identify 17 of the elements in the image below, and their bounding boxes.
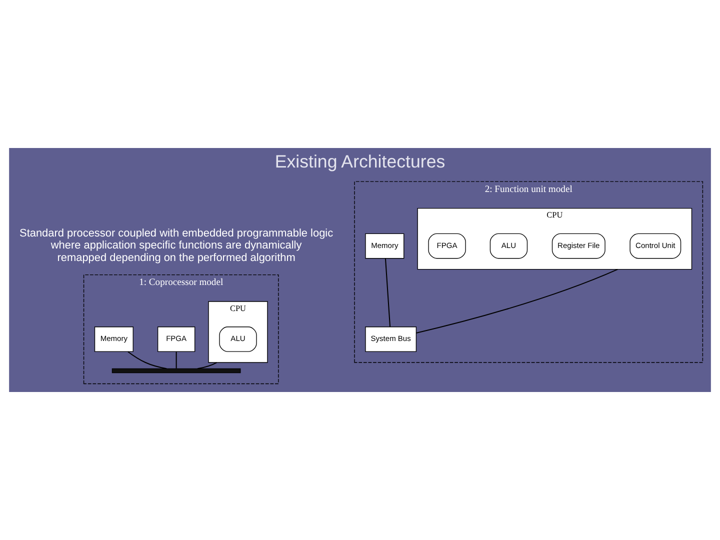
node-box: Memory (94, 326, 134, 352)
connector (416, 268, 618, 334)
connector (384, 258, 391, 327)
node-box: FPGA (157, 326, 196, 352)
node-bar (112, 368, 241, 374)
label: Standard processor coupled with embedded programmable logic where application specific functions are dynamically remapped depending on the performed algorithm (20, 227, 334, 264)
connector (197, 362, 217, 370)
node-box: FPGA (428, 233, 466, 259)
node-box: Register File (552, 233, 606, 259)
connector (176, 352, 177, 368)
diagram-title: Existing Architectures (274, 152, 446, 172)
node-box: ALU (219, 326, 257, 352)
node-box: ALU (490, 233, 528, 259)
connector (128, 351, 167, 370)
node-box: System Bus (365, 326, 417, 352)
node-box: Control Unit (630, 233, 682, 259)
node-box: Memory (365, 233, 404, 259)
